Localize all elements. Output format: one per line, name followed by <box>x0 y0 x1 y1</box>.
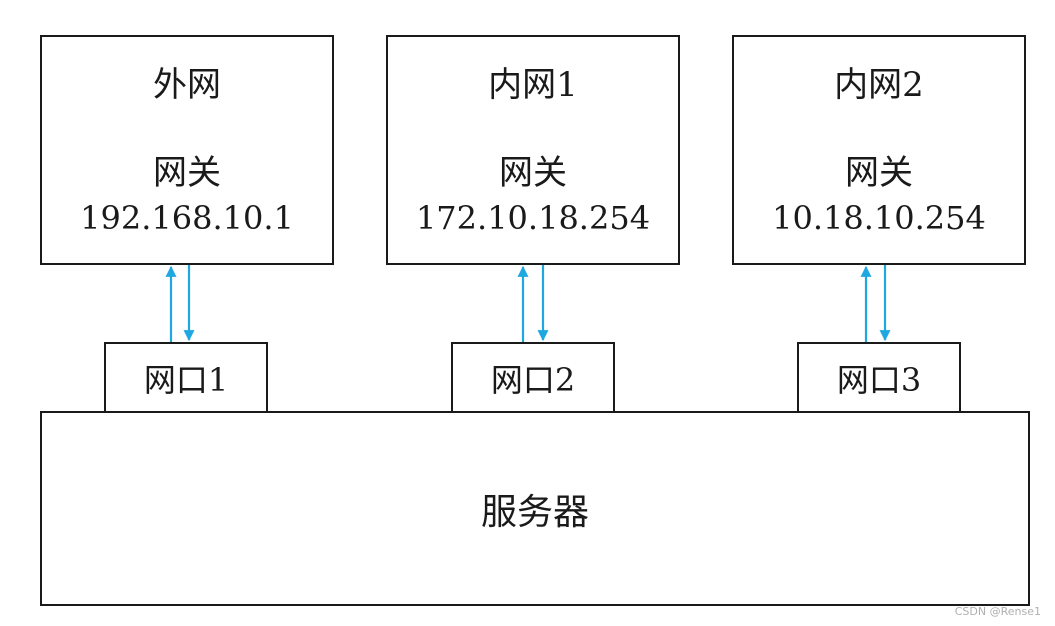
network-title: 内网1 <box>488 65 578 105</box>
outer-network-box: 外网 网关 192.168.10.1 <box>40 35 334 265</box>
port-2-box: 网口2 <box>451 342 615 413</box>
server-label: 服务器 <box>480 491 589 533</box>
inner-network-2-box: 内网2 网关 10.18.10.254 <box>732 35 1026 265</box>
port-3-box: 网口3 <box>797 342 961 413</box>
port-label: 网口3 <box>836 360 922 399</box>
port-label: 网口1 <box>143 360 229 399</box>
network-title: 内网2 <box>834 65 924 105</box>
gateway-label: 网关 <box>845 153 913 193</box>
gateway-label: 网关 <box>499 153 567 193</box>
port-label: 网口2 <box>490 360 576 399</box>
inner-network-1-box: 内网1 网关 172.10.18.254 <box>386 35 680 265</box>
server-box: 服务器 <box>40 411 1030 606</box>
watermark: CSDN @Rense1 <box>954 605 1041 618</box>
network-title: 外网 <box>153 65 221 105</box>
gateway-ip: 10.18.10.254 <box>772 199 986 237</box>
gateway-ip: 172.10.18.254 <box>415 199 651 237</box>
gateway-ip: 192.168.10.1 <box>80 199 294 237</box>
gateway-label: 网关 <box>153 153 221 193</box>
port-1-box: 网口1 <box>104 342 268 413</box>
